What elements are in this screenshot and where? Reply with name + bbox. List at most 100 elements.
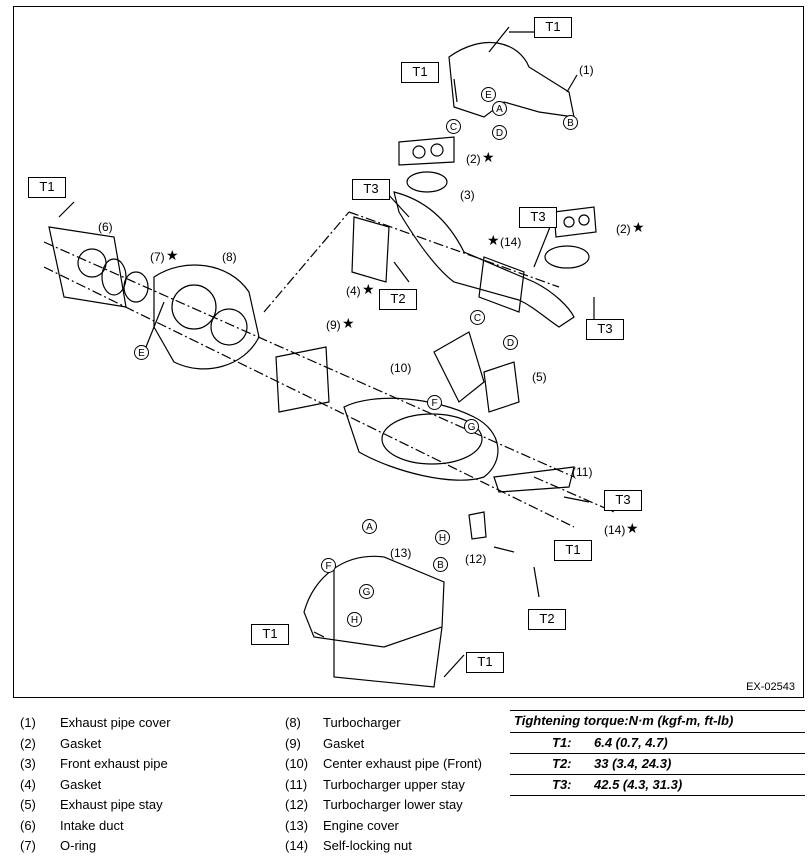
- part-label-11: (11): [572, 465, 593, 479]
- legend-name: Front exhaust pipe: [60, 756, 168, 771]
- star-14a: ★: [487, 232, 500, 248]
- gasket-9-shape: [275, 346, 330, 413]
- legend-num: (14): [285, 838, 309, 853]
- point-label-a: A: [362, 519, 377, 534]
- legend-name: Gasket: [323, 735, 365, 751]
- point-label-b: B: [563, 115, 578, 130]
- diagram-id: EX-02543: [746, 681, 795, 693]
- torque-label-t3: T3: [604, 490, 642, 511]
- legend-num: (13): [285, 817, 309, 833]
- legend-name: Gasket: [60, 735, 102, 751]
- gasket-2b-shape: [553, 206, 597, 238]
- intake-duct-shape: [48, 226, 127, 308]
- torque-table-row: T2: 33 (3.4, 24.3): [510, 754, 805, 775]
- part-label-5: (5): [532, 370, 547, 384]
- turbo-upper-stay-shape: [493, 466, 575, 493]
- legend-num: (5): [20, 797, 36, 812]
- point-label-f: F: [321, 558, 336, 573]
- torque-table-row: T1: 6.4 (0.7, 4.7): [510, 733, 805, 754]
- legend-num: (12): [285, 797, 309, 812]
- star-2b: ★: [632, 219, 645, 235]
- torque-label-t1: T1: [534, 17, 572, 38]
- legend-left: (1) Exhaust pipe cover (2) Gasket (3) Front…: [20, 715, 270, 855]
- legend-name: Turbocharger upper stay: [323, 776, 465, 792]
- torque-key: T1:: [552, 735, 572, 750]
- legend-num: (2): [20, 735, 36, 751]
- part-label-3: (3): [460, 188, 475, 202]
- front-exhaust-pipe-shape: [393, 191, 575, 328]
- legend-name: Engine cover: [323, 817, 399, 833]
- gasket-2a-shape: [398, 136, 455, 166]
- part-label-2a: (2): [466, 152, 481, 166]
- exhaust-pipe-cover-shape: [448, 42, 575, 118]
- legend-num: (9): [285, 735, 301, 751]
- legend-num: (3): [20, 756, 36, 771]
- legend-name: Self-locking nut: [323, 838, 412, 853]
- o-ring-shape: [123, 271, 149, 303]
- legend-num: (10): [285, 756, 309, 771]
- torque-key: T3:: [552, 777, 572, 792]
- point-label-d: D: [503, 335, 518, 350]
- star-14b: ★: [626, 520, 639, 536]
- exploded-diagram: T1 T1 T1 T3 T3 T2 T3 T3 T1 T2 T1 T1 (1) …: [13, 6, 804, 698]
- legend-name: Turbocharger lower stay: [323, 797, 463, 812]
- part-label-13: (13): [390, 546, 412, 560]
- point-label-g: G: [464, 419, 479, 434]
- part-label-1: (1): [579, 63, 594, 77]
- torque-label-t1: T1: [554, 540, 592, 561]
- torque-label-t2: T2: [379, 289, 417, 310]
- torque-label-t3: T3: [352, 179, 390, 200]
- legend-num: (6): [20, 817, 36, 833]
- point-label-c: C: [470, 310, 485, 325]
- torque-label-t3: T3: [586, 319, 624, 340]
- torque-label-t1: T1: [28, 177, 66, 198]
- legend-num: (11): [285, 776, 308, 792]
- legend-num: (7): [20, 838, 36, 853]
- turbo-lower-stay-shape: [468, 511, 487, 540]
- torque-label-t1: T1: [251, 624, 289, 645]
- legend-right: (8)Turbocharger (9)Gasket (10)Center exh…: [285, 715, 505, 855]
- point-label-c: C: [446, 119, 461, 134]
- torque-label-t1: T1: [401, 62, 439, 83]
- point-label-e: E: [134, 345, 149, 360]
- part-label-14b: (14): [604, 523, 626, 537]
- turbocharger-shape: [153, 264, 260, 370]
- part-label-6: (6): [98, 220, 113, 234]
- legend-num: (4): [20, 776, 36, 792]
- torque-table-row: T3: 42.5 (4.3, 31.3): [510, 775, 805, 796]
- point-label-g: G: [359, 584, 374, 599]
- torque-key: T2:: [552, 756, 572, 771]
- part-label-4: (4): [346, 284, 361, 298]
- diagram-drawing: [43, 26, 615, 688]
- legend-name: Center exhaust pipe (Front): [323, 756, 482, 771]
- point-label-d: D: [492, 125, 507, 140]
- torque-label-t1: T1: [466, 652, 504, 673]
- part-label-14a: (14): [500, 235, 522, 249]
- legend-num: (1): [20, 715, 36, 730]
- legend-name: Exhaust pipe cover: [60, 715, 171, 730]
- part-label-9: (9): [326, 318, 341, 332]
- part-label-8: (8): [222, 250, 237, 264]
- star-4: ★: [362, 281, 375, 297]
- legend-name: Exhaust pipe stay: [60, 797, 163, 812]
- part-label-10: (10): [390, 361, 412, 375]
- point-label-h: H: [435, 530, 450, 545]
- part-label-2b: (2): [616, 222, 631, 236]
- legend-name: Gasket: [60, 776, 102, 792]
- torque-label-t3: T3: [519, 207, 557, 228]
- part-label-12: (12): [465, 552, 487, 566]
- exhaust-pipe-stay-shape: [433, 331, 485, 403]
- legend-name: O-ring: [60, 838, 97, 853]
- point-label-f: F: [427, 395, 442, 410]
- legend-name: Intake duct: [60, 817, 124, 833]
- gasket-4-shape: [351, 216, 390, 283]
- star-9: ★: [342, 315, 355, 331]
- point-label-h: H: [347, 612, 362, 627]
- torque-value: 42.5 (4.3, 31.3): [594, 777, 683, 792]
- torque-table-header: Tightening torque:N·m (kgf-m, ft-lb): [510, 710, 805, 733]
- center-exhaust-pipe-shape: [343, 397, 499, 481]
- point-label-e: E: [481, 87, 496, 102]
- point-label-b: B: [433, 557, 448, 572]
- torque-value: 6.4 (0.7, 4.7): [594, 735, 668, 750]
- torque-label-t2: T2: [528, 609, 566, 630]
